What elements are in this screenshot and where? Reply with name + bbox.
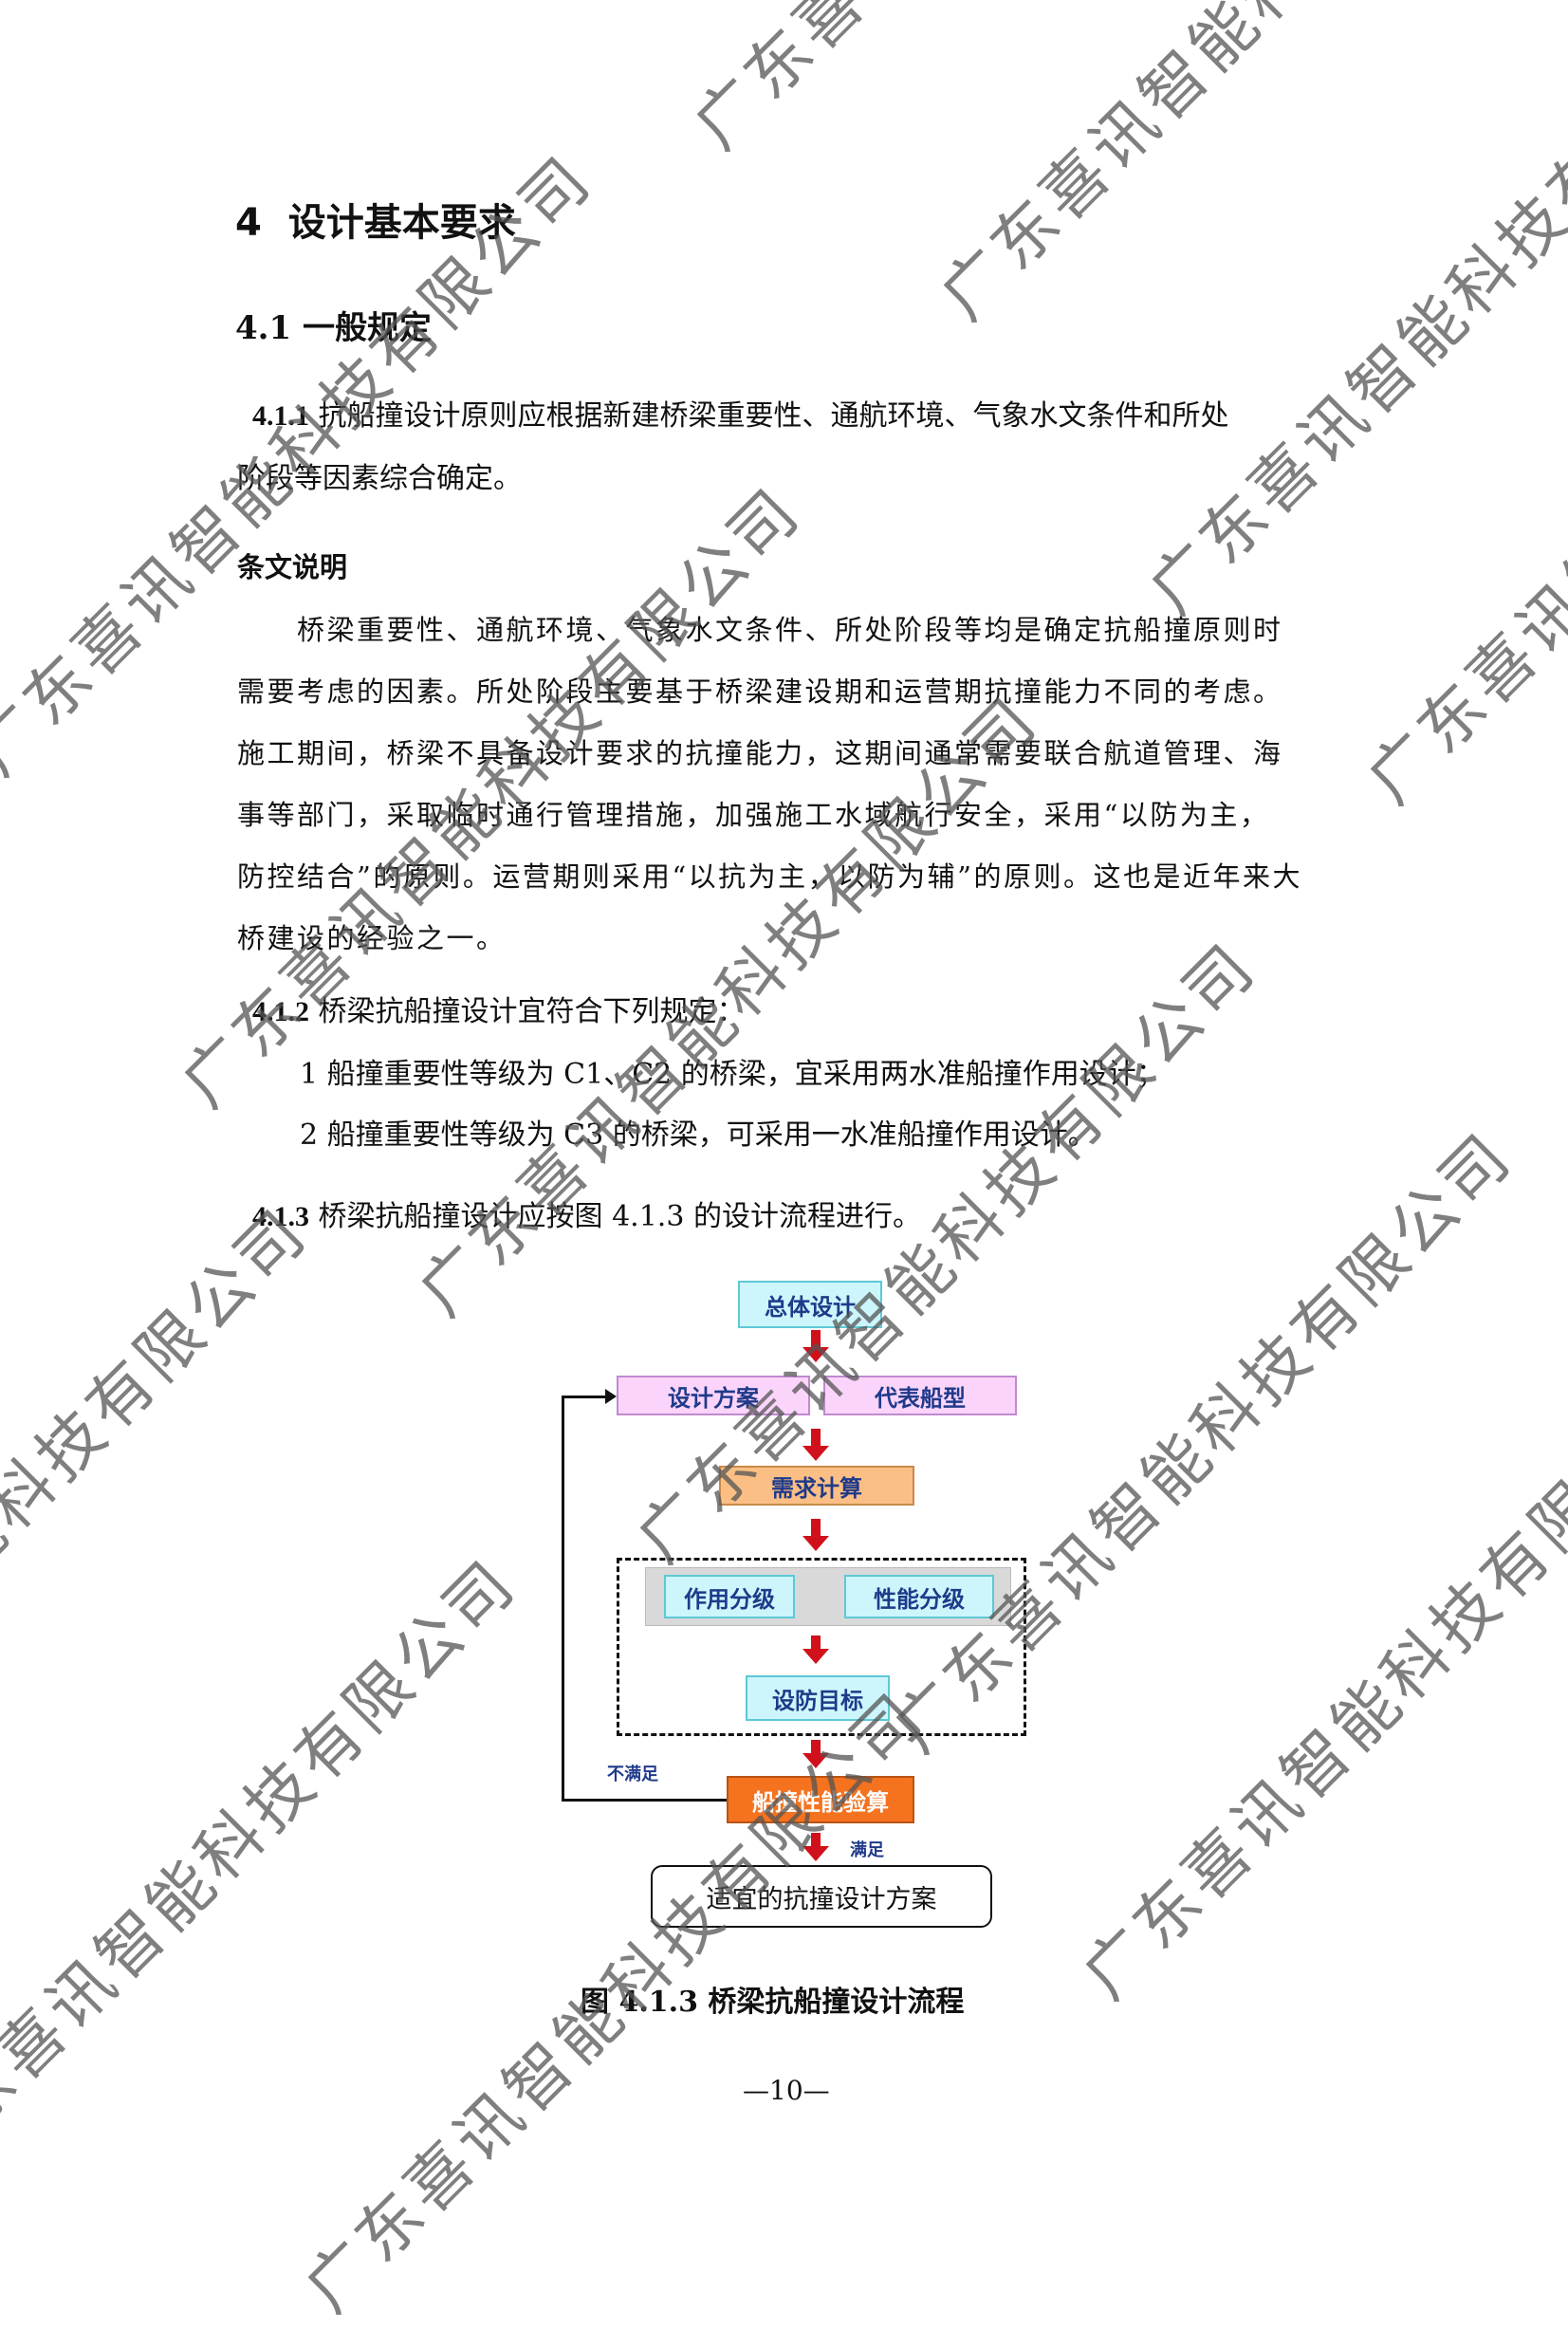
- clause-text: 桥梁抗船撞设计应按图 4.1.3 的设计流程进行。: [318, 1200, 921, 1233]
- clause-number: 4.1.1: [252, 400, 309, 432]
- chapter-heading: 4 设计基本要求: [235, 192, 516, 247]
- figure-caption: 图 4.1.3 桥梁抗船撞设计流程: [581, 1986, 965, 2019]
- down-arrow: [802, 1740, 829, 1768]
- down-arrow: [802, 1429, 829, 1461]
- feedback-arrowhead: [605, 1389, 617, 1404]
- not-satisfied-label: 不满足: [607, 1765, 658, 1784]
- clause-text: 抗船撞设计原则应根据新建桥梁重要性、通航环境、气象水文条件和所处: [318, 399, 1229, 433]
- clause-number: 4.1.3: [252, 1201, 309, 1232]
- design-scheme-box: 设计方案: [617, 1376, 810, 1415]
- demand-calc-box: 需求计算: [719, 1466, 914, 1506]
- clause-4-1-2: 4.1.2 桥梁抗船撞设计宜符合下列规定：: [252, 998, 746, 1026]
- note-line: 桥建设的经验之一。: [237, 922, 507, 954]
- section-number: 4.1: [235, 309, 292, 347]
- final-scheme-box: 适宜的抗撞设计方案: [651, 1865, 992, 1928]
- chapter-title: 设计基本要求: [287, 201, 516, 245]
- section-heading: 4.1 一般规定: [235, 302, 432, 348]
- note-line: 施工期间，桥梁不具备设计要求的抗撞能力，这期间通常需要联合航道管理、海: [237, 737, 1283, 769]
- representative-ship-box: 代表船型: [823, 1376, 1017, 1415]
- collision-check-box: 船撞性能验算: [727, 1776, 914, 1823]
- feedback-line-top: [562, 1396, 607, 1398]
- down-arrow: [802, 1330, 829, 1362]
- feedback-line-vertical: [562, 1396, 564, 1802]
- clause-4-1-3: 4.1.3 桥梁抗船撞设计应按图 4.1.3 的设计流程进行。: [252, 1203, 921, 1231]
- overall-design-box: 总体设计: [738, 1281, 882, 1328]
- note-line: 事等部门，采取临时通行管理措施，加强施工水域航行安全，采用“以防为主，: [237, 799, 1270, 831]
- section-title: 一般规定: [303, 309, 432, 347]
- protection-target-box: 设防目标: [746, 1675, 890, 1721]
- page-number: —10—: [743, 2075, 830, 2106]
- down-arrow: [802, 1636, 829, 1664]
- grading-group-frame: [617, 1558, 1026, 1736]
- note-title: 条文说明: [237, 551, 348, 583]
- clause-4-1-1-continued: 阶段等因素综合确定。: [237, 462, 522, 495]
- note-line: 需要考虑的因素。所处阶段主要基于桥梁建设期和运营期抗撞能力不同的考虑。: [237, 675, 1283, 708]
- clause-4-1-1: 4.1.1 抗船撞设计原则应根据新建桥梁重要性、通航环境、气象水文条件和所处: [252, 402, 1229, 431]
- feedback-line-bottom: [562, 1799, 727, 1802]
- note-line: 桥梁重要性、通航环境、气象水文条件、所处阶段等均是确定抗船撞原则时: [237, 614, 1283, 646]
- list-item: 2 船撞重要性等级为 C3 的桥梁，可采用一水准船撞作用设计。: [300, 1118, 1097, 1152]
- down-arrow: [802, 1833, 829, 1861]
- note-line: 防控结合”的原则。运营期则采用“以抗为主，以防为辅”的原则。这也是近年来大: [237, 860, 1302, 893]
- clause-number: 4.1.2: [252, 996, 309, 1027]
- satisfied-label: 满足: [850, 1840, 884, 1860]
- down-arrow: [802, 1519, 829, 1551]
- action-grade-box: 作用分级: [664, 1575, 795, 1618]
- clause-text: 桥梁抗船撞设计宜符合下列规定：: [318, 995, 746, 1028]
- performance-grade-box: 性能分级: [844, 1575, 994, 1618]
- list-item: 1 船撞重要性等级为 C1、C2 的桥梁，宜采用两水准船撞作用设计；: [300, 1058, 1165, 1091]
- chapter-number: 4: [235, 201, 262, 245]
